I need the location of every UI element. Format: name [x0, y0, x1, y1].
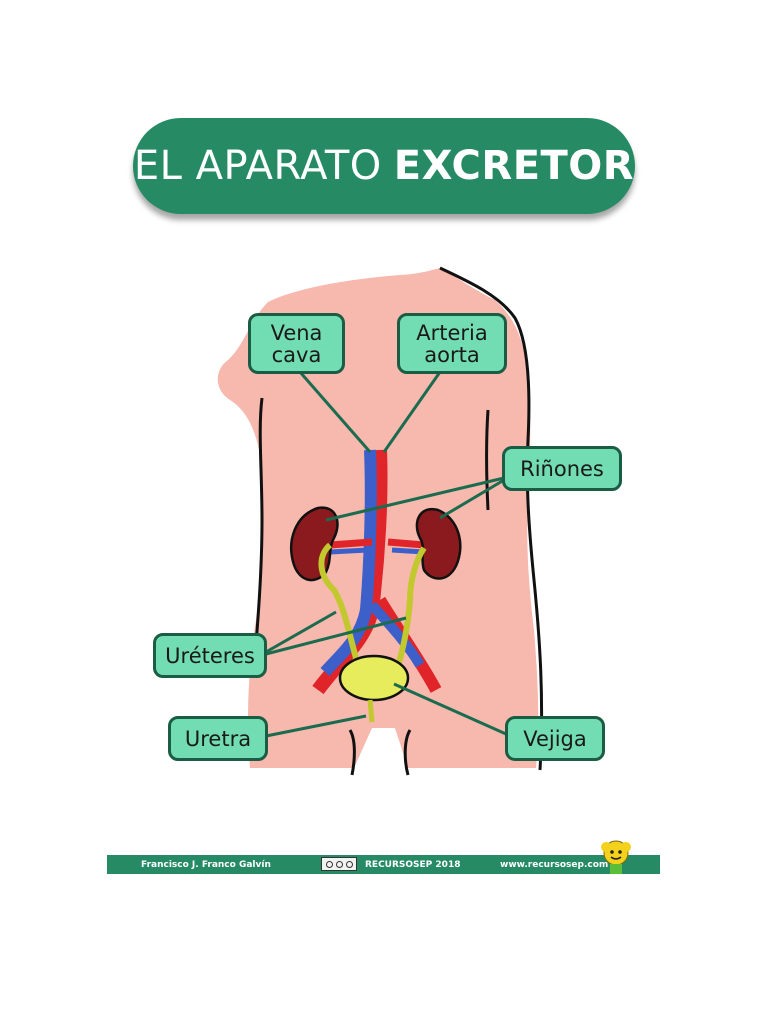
creative-commons-icon [321, 857, 357, 871]
leader-ureter-right [265, 616, 407, 656]
label-vena-cava: Vena cava [248, 313, 345, 374]
right-ureter [393, 546, 427, 673]
label-rinones: Riñones [502, 446, 622, 491]
leader-bladder [393, 682, 507, 736]
right-kidney [415, 507, 462, 580]
bladder [338, 654, 410, 702]
label-rinones-text: Riñones [520, 456, 604, 481]
leader-vena-cava [298, 371, 372, 453]
left-kidney [290, 506, 339, 582]
label-arteria-aorta-line2: aorta [424, 342, 480, 367]
arm-line-right [485, 409, 490, 511]
footer-site: www.recursosep.com [500, 859, 609, 870]
label-uretra-text: Uretra [184, 726, 252, 751]
recursosep-mascot-icon [601, 840, 631, 874]
leader-aorta [382, 371, 442, 453]
label-vejiga-text: Vejiga [523, 726, 587, 751]
leader-kidney-left [325, 476, 505, 522]
label-vena-cava-line2: cava [271, 342, 322, 367]
leader-urethra [265, 714, 367, 738]
label-arteria-aorta: Arteria aorta [397, 313, 507, 374]
label-ureteres: Uréteres [153, 633, 267, 678]
vena-cava [320, 449, 377, 677]
torso-outline-left [252, 397, 264, 671]
label-vejiga: Vejiga [505, 716, 605, 761]
footer-author: Francisco J. Franco Galvín [141, 859, 271, 870]
label-arteria-aorta-line1: Arteria [416, 320, 488, 345]
label-ureteres-text: Uréteres [165, 643, 255, 668]
footer-bar: Francisco J. Franco Galvín RECURSOSEP 20… [107, 855, 660, 874]
title-light: EL APARATO [133, 143, 382, 189]
title-bold: EXCRETOR [393, 143, 635, 189]
title-banner: EL APARATO EXCRETOR [133, 118, 635, 214]
renal-vessels [329, 538, 425, 549]
footer-brand: RECURSOSEP 2018 [365, 859, 461, 870]
left-ureter [318, 542, 363, 673]
label-uretra: Uretra [168, 716, 268, 761]
leader-kidney-right [439, 478, 505, 520]
leader-ureter-left [265, 610, 337, 654]
legs [348, 729, 412, 776]
urethra [367, 699, 375, 723]
label-vena-cava-line1: Vena [270, 320, 323, 345]
leader-lines [265, 371, 507, 738]
vena-cava-right-branch [368, 601, 425, 668]
